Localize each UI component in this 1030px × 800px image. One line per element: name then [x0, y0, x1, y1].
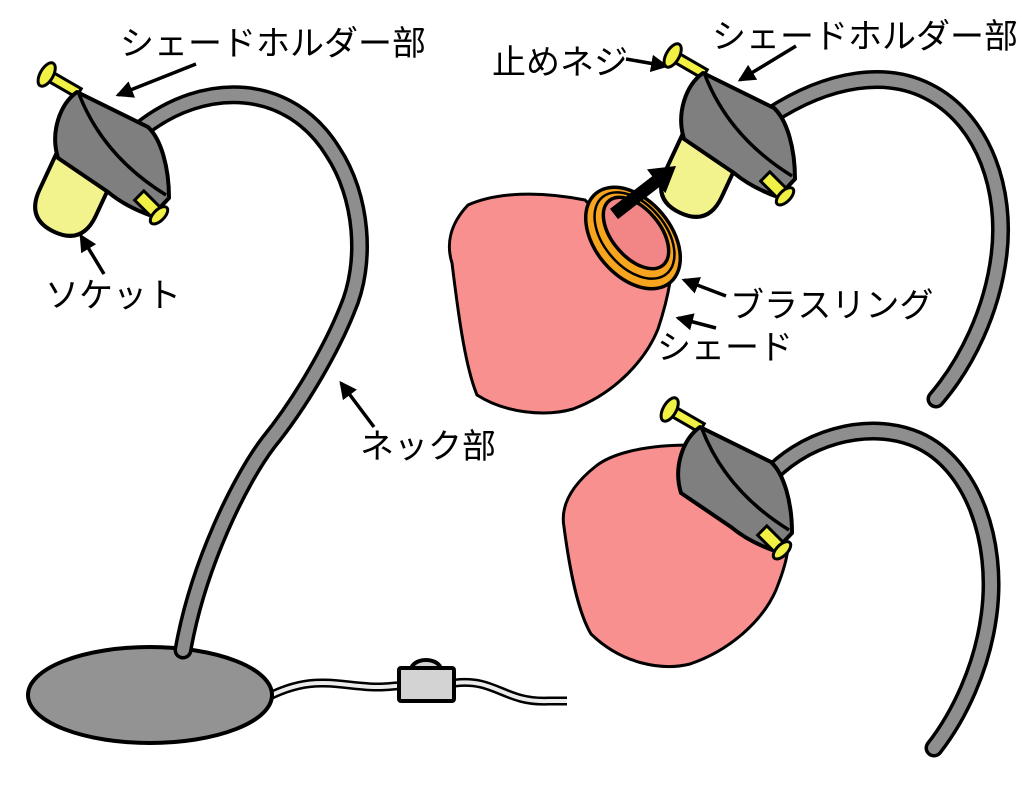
leader-shade-holder-left [115, 62, 197, 98]
brass-ring [583, 185, 683, 291]
label-shade-holder-left: シェードホルダー部 [120, 25, 426, 63]
label-shade: シェード [657, 329, 793, 367]
neck-left-outline [130, 85, 369, 660]
label-shade-holder-right: シェードホルダー部 [712, 18, 1018, 56]
lamp-base [26, 645, 274, 745]
brass-ring-band [593, 191, 676, 280]
leader-shade [675, 313, 717, 331]
label-set-screw: 止めネジ [492, 44, 628, 82]
neck-left [134, 88, 366, 656]
neck-top-right [764, 73, 1007, 405]
label-neck: ネック部 [360, 428, 496, 466]
label-socket: ソケット [45, 277, 181, 315]
neck-bottom-right [758, 425, 998, 754]
leader-set-screw [625, 54, 669, 73]
power-cord [261, 680, 567, 704]
leader-neck [339, 380, 376, 429]
cord-switch-body [397, 666, 456, 703]
label-brass-ring: ブラスリング [730, 287, 933, 325]
cord-switch [397, 658, 456, 703]
assembly-direction-arrow [610, 166, 676, 220]
leader-socket [79, 233, 106, 275]
leader-shade-holder-right [737, 44, 797, 82]
leader-brass-ring [681, 277, 727, 298]
shade-holder-right-assembly [650, 38, 799, 228]
shade-holder-left-assembly [24, 57, 173, 247]
